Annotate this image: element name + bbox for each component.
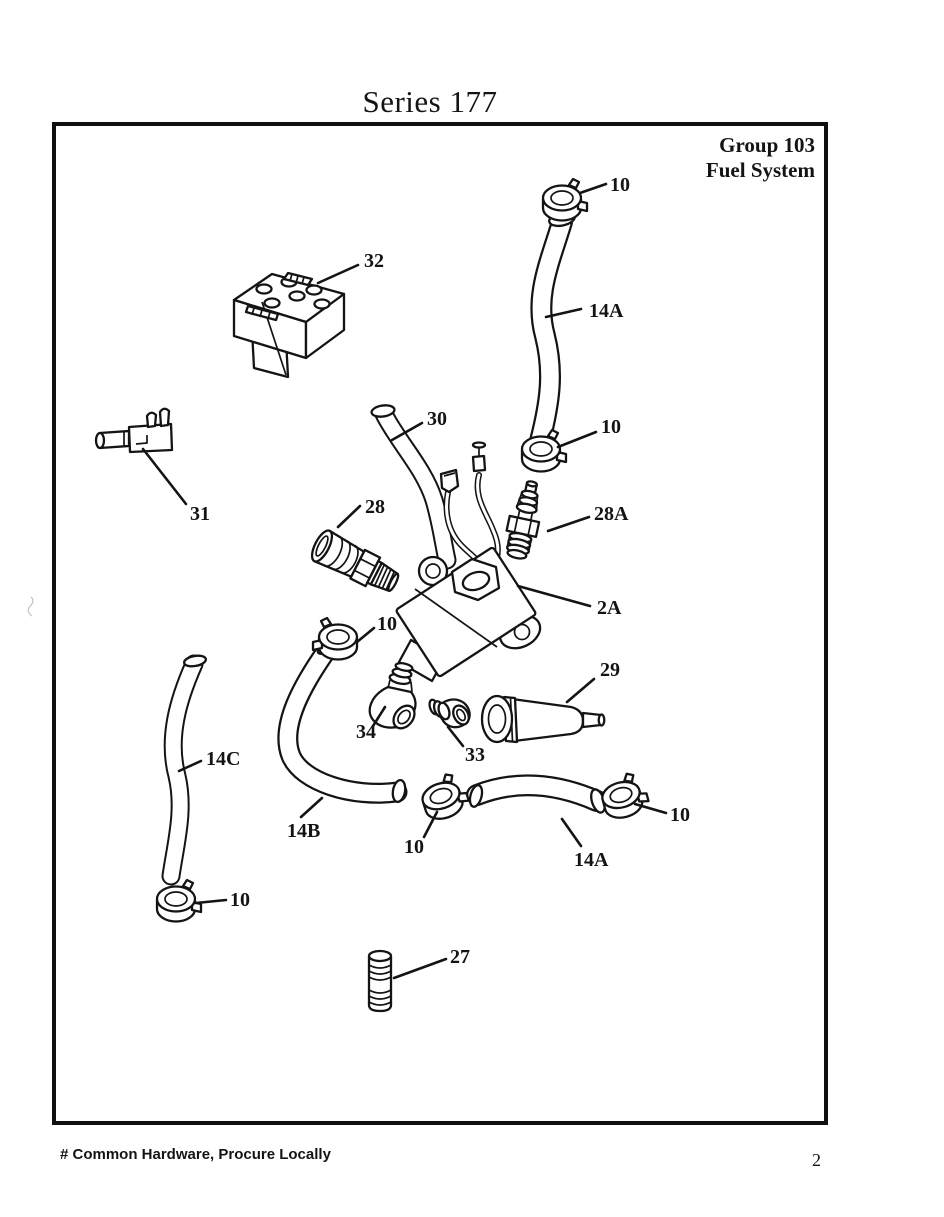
callout-33: 33 xyxy=(446,725,485,766)
callout-14b: 14B xyxy=(287,796,324,842)
callout-label: 10 xyxy=(230,889,250,911)
callout-34: 34 xyxy=(356,705,387,743)
part-33-elbow xyxy=(428,698,471,729)
callout-label: 10 xyxy=(670,804,690,826)
scan-artifact xyxy=(27,596,34,617)
part-14a-hose-upper xyxy=(529,210,576,452)
part-34-elbow xyxy=(368,661,417,730)
group-title: Fuel System xyxy=(705,158,815,183)
callout-label: 33 xyxy=(465,744,485,766)
callout-14a-upper: 14A xyxy=(544,300,624,322)
callout-14a-bottom: 14A xyxy=(560,817,609,871)
callout-10-upper-mid: 10 xyxy=(556,416,621,449)
part-14b-hose xyxy=(277,639,408,804)
callout-label: 10 xyxy=(404,836,424,858)
part-14c-hose xyxy=(161,654,208,886)
callout-28a: 28A xyxy=(546,503,629,533)
callout-14c: 14C xyxy=(177,748,240,773)
part-2a-fuel-pump xyxy=(395,546,542,683)
part-10-clamp-top xyxy=(541,177,589,222)
part-28a-barbed-fitting xyxy=(505,480,541,560)
callout-10-top: 10 xyxy=(578,174,630,196)
callout-2a: 2A xyxy=(516,584,622,619)
callout-label: 10 xyxy=(610,174,630,196)
part-27-plug xyxy=(367,949,393,1013)
callout-label: 14C xyxy=(206,748,240,770)
callout-10-mid-left: 10 xyxy=(355,613,397,644)
callout-10-bottom-center: 10 xyxy=(404,810,439,858)
part-31-bracket xyxy=(94,407,174,454)
callout-28: 28 xyxy=(336,496,385,529)
callout-27: 27 xyxy=(392,946,470,980)
callout-29: 29 xyxy=(565,659,620,704)
callout-label: 34 xyxy=(356,721,376,743)
footer-note: # Common Hardware, Procure Locally xyxy=(60,1146,331,1163)
callout-label: 10 xyxy=(601,416,621,438)
part-32-manifold-block xyxy=(232,271,346,379)
page-title: Series 177 xyxy=(362,84,498,119)
part-10-clamp-upper-mid xyxy=(520,428,568,473)
callout-label: 10 xyxy=(377,613,397,635)
callout-10-left-bottom: 10 xyxy=(194,889,250,911)
callout-label: 28A xyxy=(594,503,629,525)
part-28-threaded-fitting xyxy=(310,529,400,593)
pump-wires xyxy=(439,441,501,563)
callout-label: 14A xyxy=(574,849,609,871)
diagram-border-frame xyxy=(52,122,828,1125)
callout-label: 28 xyxy=(365,496,385,518)
part-29-fuel-filter xyxy=(480,694,606,744)
part-30-hose xyxy=(370,404,457,570)
part-14a-hose-bottom xyxy=(466,774,608,814)
callout-label: 29 xyxy=(600,659,620,681)
callout-label: 30 xyxy=(427,408,447,430)
callout-31: 31 xyxy=(141,447,210,525)
callout-label: 14A xyxy=(589,300,624,322)
callout-10-bottom-right: 10 xyxy=(633,802,690,826)
callout-label: 32 xyxy=(364,250,384,272)
callout-30: 30 xyxy=(390,408,447,442)
callout-label: 2A xyxy=(597,597,622,619)
callout-label: 31 xyxy=(190,503,210,525)
group-header: Group 103 Fuel System xyxy=(706,133,815,183)
page-number: 2 xyxy=(812,1150,821,1170)
callout-32: 32 xyxy=(316,250,384,285)
part-10-clamp-left-bottom xyxy=(155,878,203,923)
callout-label: 14B xyxy=(287,820,320,842)
group-number: Group 103 xyxy=(719,133,815,157)
part-10-clamp-bottom-center xyxy=(415,769,473,825)
part-10-clamp-bottom-right xyxy=(596,769,653,823)
callout-label: 27 xyxy=(450,946,470,968)
